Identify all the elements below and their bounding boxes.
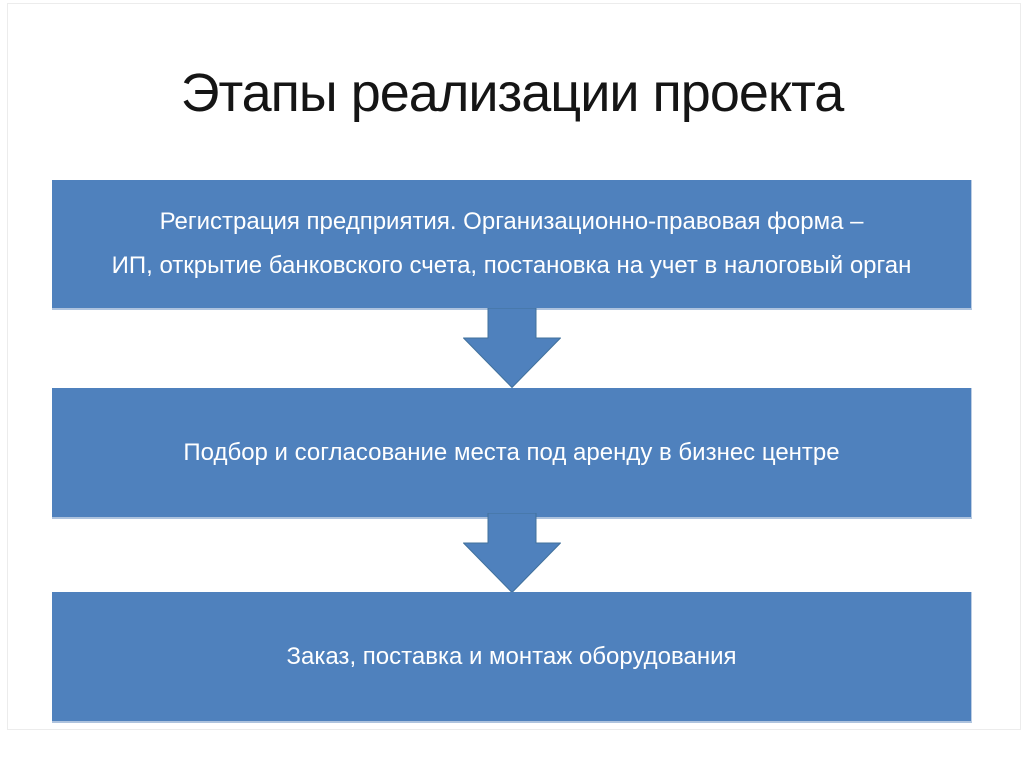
step-box-equipment: Заказ, поставка и монтаж оборудования xyxy=(52,592,972,723)
step-1-text-line-2: ИП, открытие банковского счета, постанов… xyxy=(111,252,912,279)
step-box-location: Подбор и согласование места под аренду в… xyxy=(52,388,972,519)
step-box-registration: Регистрация предприятия. Организационно-… xyxy=(52,180,972,310)
step-1-text-line-1: Регистрация предприятия. Организационно-… xyxy=(159,208,864,235)
step-3-text-line-1: Заказ, поставка и монтаж оборудования xyxy=(286,642,737,670)
down-arrow-icon xyxy=(463,513,561,593)
down-arrow-shape xyxy=(463,308,561,388)
slide-title: Этапы реализации проекта xyxy=(180,63,845,123)
down-arrow-shape xyxy=(463,513,561,593)
down-arrow-icon xyxy=(463,308,561,388)
step-2-text-line-1: Подбор и согласование места под аренду в… xyxy=(183,438,840,466)
